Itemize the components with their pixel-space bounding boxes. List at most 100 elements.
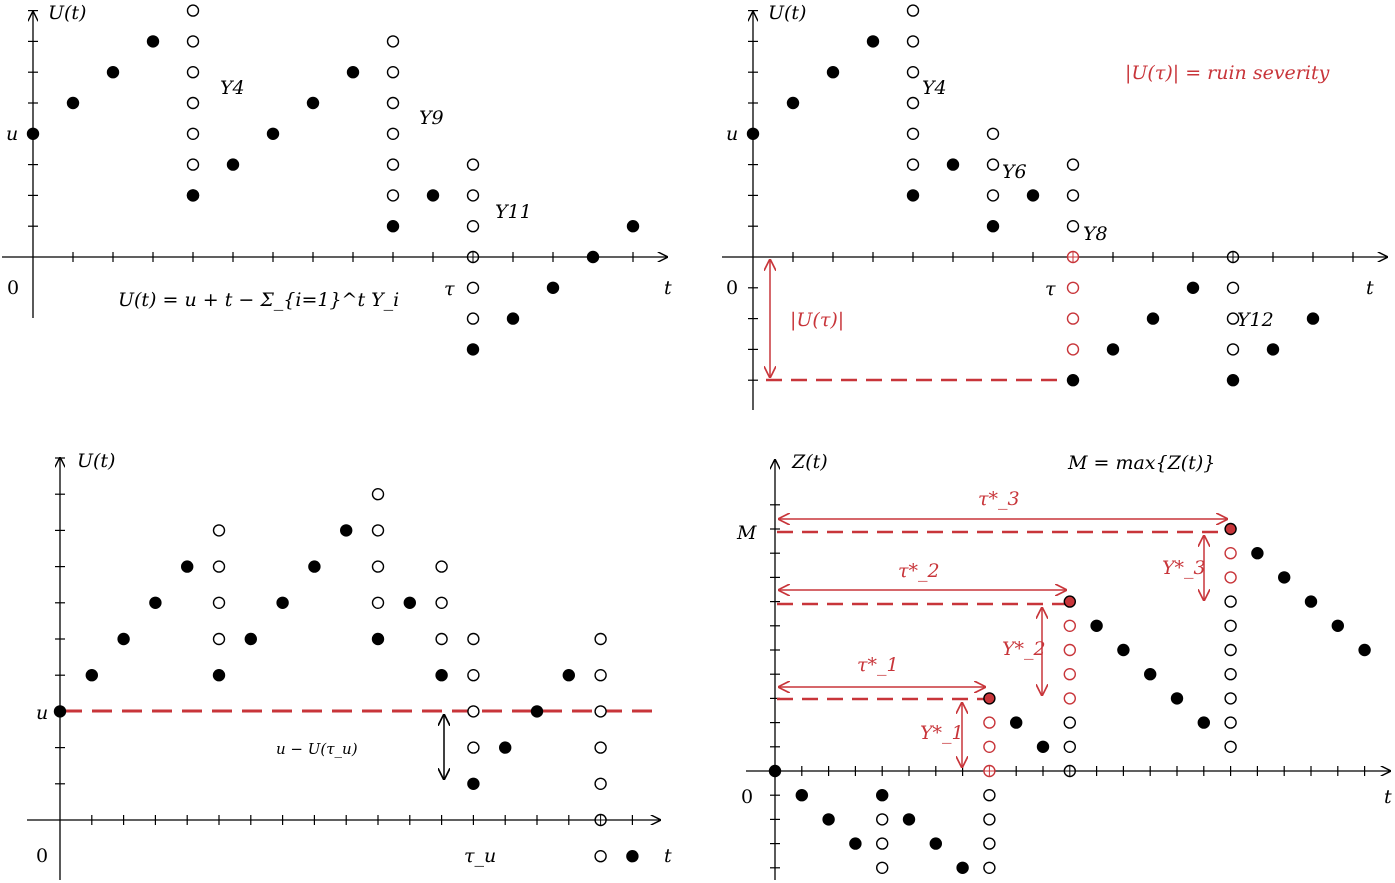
jump-marker: [212, 632, 226, 646]
y-axis-label: U(t): [48, 2, 86, 24]
jump-label-y11: Y11: [495, 201, 532, 223]
jump-marker: [1066, 281, 1080, 294]
jump-marker: [594, 777, 607, 790]
y-star-1-label: Y*_1: [920, 722, 964, 744]
jump-marker: [1226, 312, 1240, 325]
jump-marker: [1226, 343, 1240, 356]
y-axis-label: U(t): [768, 2, 806, 24]
surplus-point: [1063, 595, 1077, 608]
surplus-point: [1197, 716, 1211, 729]
x-axis-label: t: [664, 845, 672, 867]
surplus-point: [467, 777, 480, 790]
surplus-point: [276, 596, 289, 609]
y-axis-label: Z(t): [791, 451, 828, 473]
jump-marker: [983, 740, 996, 753]
u-label: u: [726, 123, 738, 145]
gap-label: u − U(τ_u): [276, 740, 358, 758]
jump-marker: [386, 189, 400, 202]
surplus-point: [346, 65, 360, 79]
surplus-point: [786, 96, 800, 110]
surplus-formula: U(t) = u + t − Σ_{i=1}^t Y_i: [118, 289, 399, 311]
jump-marker: [986, 158, 1000, 171]
surplus-point: [146, 35, 160, 48]
jump-marker: [186, 65, 200, 79]
surplus-point: [386, 219, 400, 233]
x-axis-label: t: [1384, 786, 1392, 808]
surplus-point: [1090, 619, 1103, 632]
surplus-point: [340, 524, 353, 537]
jump-marker: [371, 596, 385, 609]
jump-marker: [1224, 643, 1237, 657]
jump-marker: [983, 813, 996, 826]
surplus-point: [1331, 619, 1345, 632]
jump-marker: [1063, 668, 1077, 681]
jump-marker: [1066, 189, 1080, 202]
jump-marker: [594, 741, 607, 754]
jump-marker: [1066, 312, 1080, 325]
jump-marker: [983, 789, 996, 802]
jump-marker: [876, 837, 889, 850]
jump-marker: [906, 127, 920, 141]
panel-2-points: [746, 4, 1320, 387]
jump-marker: [986, 127, 1000, 141]
jump-marker: [594, 669, 607, 682]
surplus-point: [117, 632, 130, 646]
surplus-point: [1306, 312, 1320, 325]
surplus-point: [1266, 343, 1280, 356]
panel-2-axes: [722, 9, 1387, 410]
surplus-point: [1170, 692, 1184, 705]
jump-marker: [466, 281, 480, 294]
surplus-point: [1066, 374, 1080, 387]
y-axis-label: U(t): [77, 450, 115, 472]
origin-label: 0: [36, 845, 48, 867]
surplus-point: [530, 705, 544, 718]
panel-3-points: [53, 488, 639, 863]
max-label: M: [736, 522, 757, 544]
ruin-severity-guides: [766, 260, 1062, 382]
surplus-point: [626, 219, 640, 233]
panel-4: Z(t) t 0 M M = max{Z(t)} τ*_1 τ*_2 τ*_3 …: [736, 451, 1392, 880]
y-star-2-label: Y*_2: [1002, 638, 1046, 660]
surplus-point: [1277, 571, 1291, 584]
surplus-point: [1026, 189, 1040, 202]
jump-marker: [1224, 740, 1237, 753]
jump-marker: [466, 312, 480, 325]
u-label: u: [36, 702, 48, 724]
tau-u-label: τ_u: [464, 845, 496, 867]
surplus-point: [226, 158, 240, 171]
jump-marker: [1224, 619, 1237, 632]
panel-3-axes: [27, 458, 660, 880]
jump-marker: [371, 560, 385, 573]
tau-star-1-label: τ*_1: [857, 654, 899, 676]
surplus-point: [626, 850, 639, 863]
surplus-point: [306, 96, 320, 110]
surplus-point: [66, 96, 80, 110]
surplus-point: [499, 741, 512, 754]
surplus-point: [403, 596, 416, 609]
jump-marker: [1063, 716, 1077, 729]
surplus-point: [1036, 740, 1050, 753]
surplus-point: [866, 35, 880, 48]
panel-1-points: [26, 4, 640, 356]
jump-marker: [594, 850, 607, 863]
x-axis-label: t: [1366, 277, 1374, 299]
panel-3: U(t) t 0 u τ_u u − U(τ_u): [27, 450, 672, 880]
surplus-point: [826, 65, 840, 79]
jump-marker: [466, 189, 480, 202]
ladder-height-guides: [777, 519, 1229, 767]
surplus-point: [149, 596, 162, 609]
tau-label: τ: [1045, 278, 1056, 300]
surplus-point: [795, 789, 808, 802]
panel-4-points: [768, 522, 1371, 874]
surplus-point: [1010, 716, 1023, 729]
jump-marker: [986, 189, 1000, 202]
surplus-point: [546, 281, 560, 294]
surplus-point: [106, 65, 120, 79]
jump-marker: [1224, 571, 1237, 584]
surplus-point: [466, 343, 480, 356]
jump-marker: [983, 716, 996, 729]
jump-marker: [876, 861, 889, 874]
jump-label-y6: Y6: [1002, 161, 1027, 183]
surplus-point: [1251, 547, 1264, 560]
surplus-point: [308, 560, 321, 573]
